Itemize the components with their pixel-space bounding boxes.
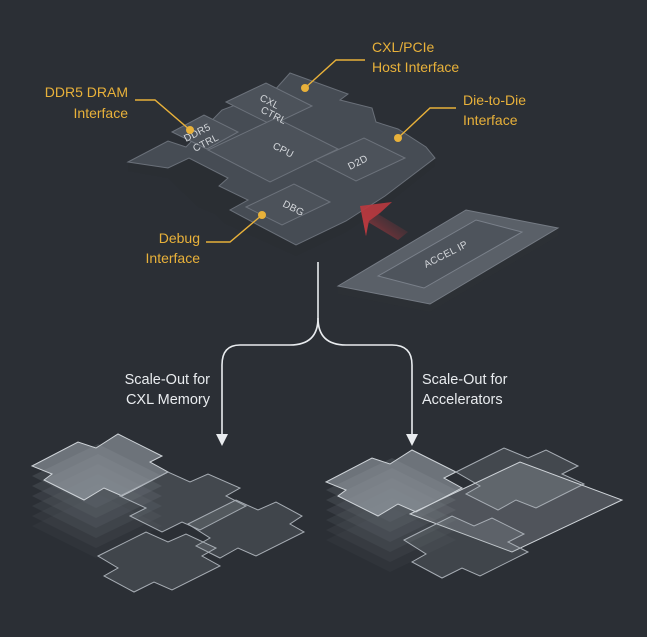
scale-out-left-line1: Scale-Out for (125, 372, 211, 388)
main-chiplet: DDR5 CTRL CXL CTRL CPU D2D DBG (126, 72, 436, 256)
right-branch-line (317, 317, 413, 436)
d2d-callout-dot (394, 134, 402, 142)
accel-ip-inner (376, 219, 524, 289)
cxl-callout-dot (301, 84, 309, 92)
debug-callout-line1: Debug (159, 230, 200, 246)
cxl-callout-line2: Host Interface (372, 59, 459, 75)
debug-callout-line (206, 214, 263, 243)
split-arrows (221, 262, 413, 436)
block-cxl-ctrl (224, 82, 314, 126)
ddr5-callout-line2: Interface (74, 105, 129, 121)
cxl-callout-line1: CXL/PCIe (372, 39, 434, 55)
accel-tile-top-right (454, 447, 586, 511)
left-arrowhead (216, 434, 228, 446)
scale-out-left-line2: CXL Memory (126, 392, 211, 408)
accel-ip-chiplet: ACCEL IP (336, 209, 560, 312)
left-branch-line (221, 317, 319, 436)
ddr5-callout-line (135, 99, 191, 131)
callout-lines (135, 59, 456, 243)
block-d2d (313, 137, 407, 182)
debug-callout-line2: Interface (146, 250, 201, 266)
ddr5-callout-dot (186, 126, 194, 134)
memory-tile-far-right (186, 499, 306, 559)
insert-arrow (360, 202, 408, 240)
ddr5-callout-line1: DDR5 DRAM (45, 84, 128, 100)
cxl-callout-line (304, 59, 365, 89)
d2d-callout-line1: Die-to-Die (463, 92, 526, 108)
accel-tile-bottom (402, 515, 530, 579)
accel-tile-long (408, 461, 624, 553)
chiplet-side (128, 156, 435, 256)
cxl-memory-cluster (30, 433, 306, 593)
block-dbg (244, 183, 332, 226)
debug-callout-dot (258, 211, 266, 219)
scale-out-right-line2: Accelerators (422, 392, 503, 408)
right-arrowhead (406, 434, 418, 446)
d2d-callout-line (397, 107, 456, 139)
scale-out-right-line1: Scale-Out for (422, 372, 508, 388)
block-ddr5-ctrl (170, 114, 240, 150)
memory-tile-right (118, 471, 248, 533)
accelerators-cluster (324, 447, 624, 579)
block-cpu (206, 117, 340, 183)
memory-tile-bottom (96, 531, 222, 593)
accel-stack-top (324, 449, 464, 517)
d2d-callout-line2: Interface (463, 112, 518, 128)
